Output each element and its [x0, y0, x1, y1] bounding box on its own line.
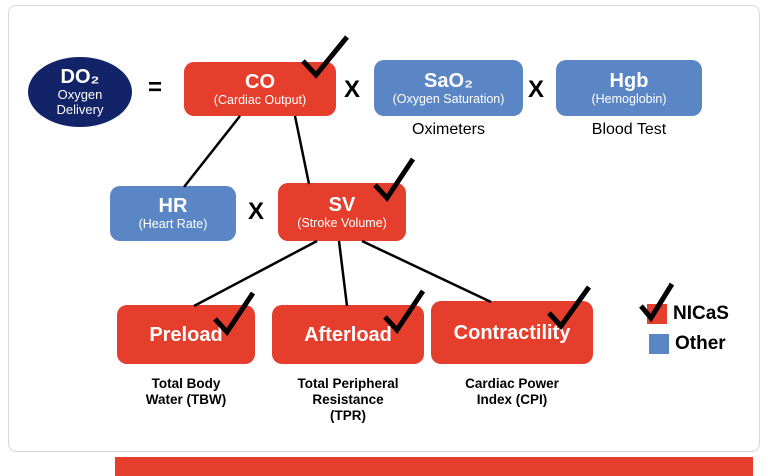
node-stroke-volume: SV (Stroke Volume) [278, 183, 406, 241]
caption-blood-test: Blood Test [591, 121, 667, 138]
node-oxygen-saturation: SaO₂ (Oxygen Saturation) [374, 60, 523, 116]
caption-total-peripheral-resistance: Total Peripheral Resistance (TPR) [297, 376, 399, 424]
afterload-title: Afterload [304, 323, 392, 346]
preload-title: Preload [149, 323, 223, 346]
contractility-title: Contractility [453, 321, 571, 344]
legend-nicas-row: NICaS [647, 303, 729, 325]
equals-operator: = [148, 74, 163, 101]
node-hemoglobin: Hgb (Hemoglobin) [556, 60, 702, 116]
sao2-title: SaO₂ [424, 69, 473, 92]
caption-cardiac-power-index: Cardiac Power Index (CPI) [465, 376, 559, 408]
do2-title: DO₂ [60, 65, 100, 88]
other-blue-swatch [649, 334, 669, 354]
legend-other-label: Other [675, 333, 726, 354]
co-subtitle: (Cardiac Output) [213, 92, 307, 107]
sao2-subtitle: (Oxygen Saturation) [392, 91, 505, 106]
do2-line2: Delivery [56, 101, 104, 117]
do2-line1: Oxygen [57, 86, 103, 102]
hgb-subtitle: (Hemoglobin) [591, 91, 667, 106]
co-title: CO [245, 70, 275, 93]
multiply-operator-hgb: X [528, 76, 545, 103]
hgb-title: Hgb [609, 69, 649, 92]
caption-total-body-water: Total Body Water (TBW) [145, 376, 227, 408]
node-heart-rate: HR (Heart Rate) [110, 186, 236, 241]
multiply-operator-sv: X [248, 198, 265, 225]
node-afterload: Afterload [272, 305, 424, 364]
node-do2-oxygen-delivery: DO₂ Oxygen Delivery [28, 57, 132, 127]
node-contractility: Contractility [431, 301, 593, 364]
legend-other-row: Other [649, 333, 726, 355]
legend-nicas-label: NICaS [673, 303, 729, 324]
sv-subtitle: (Stroke Volume) [297, 215, 387, 230]
node-cardiac-output: CO (Cardiac Output) [184, 62, 336, 116]
nicas-red-swatch [647, 304, 667, 324]
hr-title: HR [158, 195, 188, 218]
caption-oximeters: Oximeters [412, 121, 485, 138]
bottom-red-strip [115, 457, 753, 476]
hr-subtitle: (Heart Rate) [138, 217, 208, 232]
node-preload: Preload [117, 305, 255, 364]
sv-title: SV [328, 193, 356, 216]
multiply-operator-sao2: X [344, 76, 361, 103]
